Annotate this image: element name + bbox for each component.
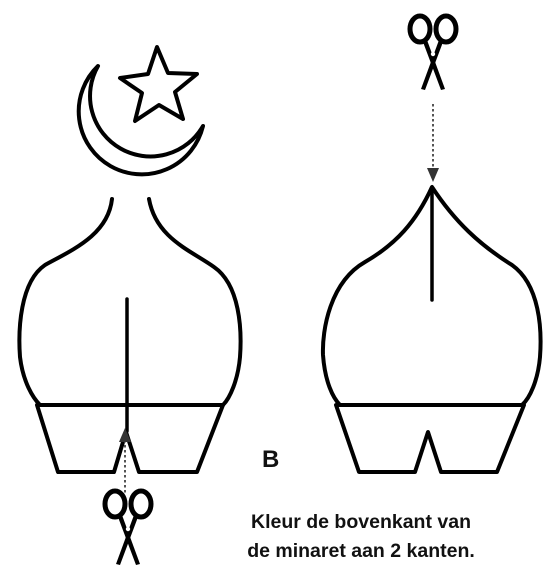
right-minaret-base bbox=[336, 405, 524, 472]
right-minaret-piece bbox=[323, 187, 541, 472]
figure-label: B bbox=[262, 446, 279, 474]
star bbox=[120, 47, 197, 121]
scissors-icon bbox=[410, 16, 456, 90]
instruction-text: Kleur de bovenkant van de minaret aan 2 … bbox=[196, 508, 526, 566]
left-minaret-body bbox=[19, 199, 240, 405]
scissors-icon bbox=[105, 491, 151, 565]
instruction-line-1: Kleur de bovenkant van bbox=[196, 508, 526, 537]
crescent-and-star-icon bbox=[79, 47, 203, 174]
instruction-line-2: de minaret aan 2 kanten. bbox=[196, 537, 526, 566]
top-arrow bbox=[427, 104, 439, 182]
left-minaret-piece bbox=[19, 47, 240, 472]
left-minaret-base bbox=[37, 405, 223, 472]
